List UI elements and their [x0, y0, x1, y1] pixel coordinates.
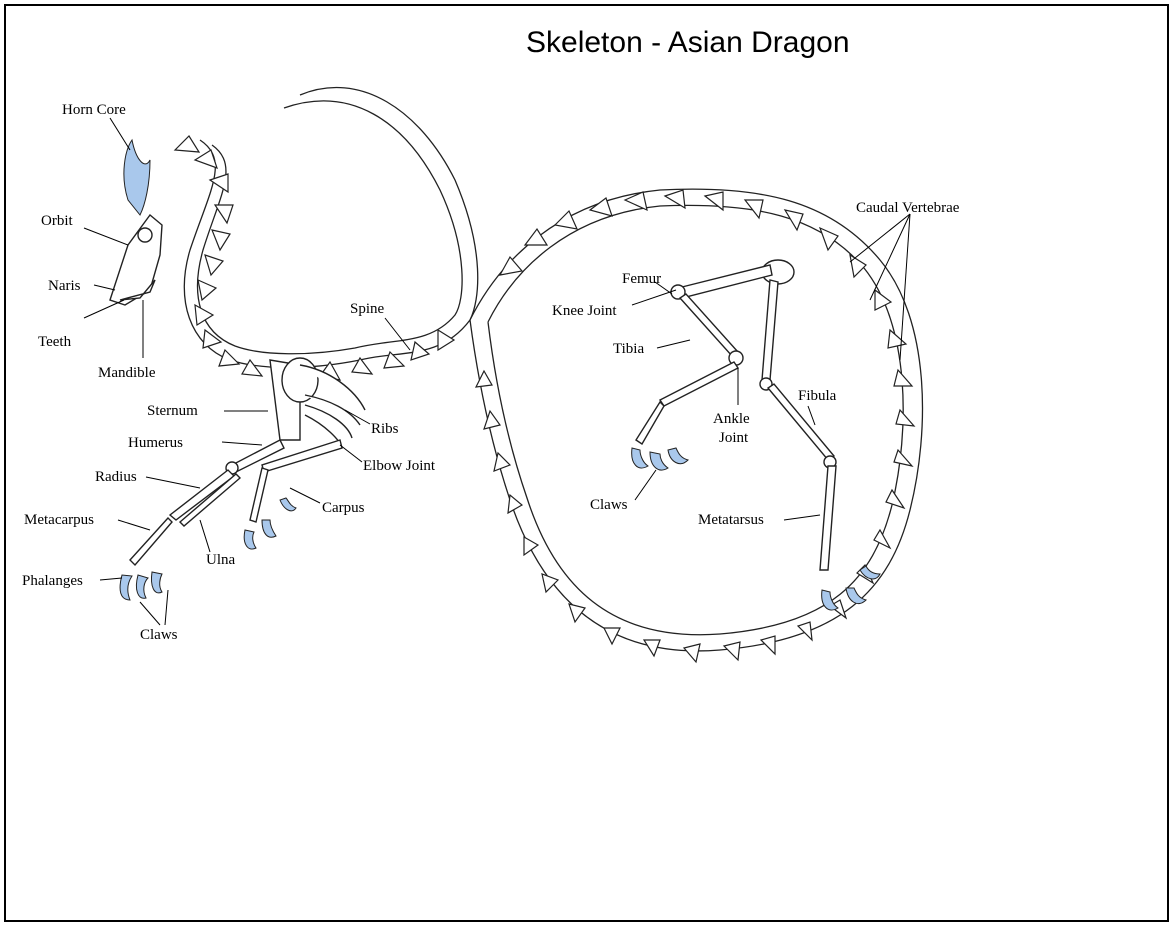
horn-core-shape: [124, 140, 150, 215]
tibia-bone: [680, 294, 738, 356]
label-metacarpus: Metacarpus: [24, 512, 94, 528]
metatarsus-bone: [820, 466, 836, 570]
label-tibia: Tibia: [613, 341, 644, 357]
front-limb: [120, 440, 342, 600]
label-hind-claws: Claws: [590, 497, 628, 513]
label-radius: Radius: [95, 469, 137, 485]
label-femur: Femur: [622, 271, 661, 287]
ribcage: [270, 358, 365, 448]
label-knee-joint: Knee Joint: [552, 303, 617, 319]
leader-lines: [84, 118, 910, 625]
femur-bone: [678, 265, 772, 298]
labels: Horn Core Orbit Naris Teeth Mandible Spi…: [22, 102, 960, 643]
label-caudal-vertebrae: Caudal Vertebrae: [856, 200, 960, 216]
label-spine: Spine: [350, 301, 385, 317]
label-ankle: Ankle: [713, 411, 750, 427]
radius-bone: [170, 470, 234, 520]
label-naris: Naris: [48, 278, 81, 294]
label-orbit: Orbit: [41, 213, 73, 229]
label-ulna: Ulna: [206, 552, 236, 568]
neck-scales: [175, 136, 454, 380]
hind-limb: [632, 260, 880, 610]
label-ribs: Ribs: [371, 421, 399, 437]
label-sternum: Sternum: [147, 403, 198, 419]
label-carpus: Carpus: [322, 500, 365, 516]
label-phalanges: Phalanges: [22, 573, 83, 589]
label-teeth: Teeth: [38, 334, 72, 350]
label-elbow-joint: Elbow Joint: [363, 458, 436, 474]
orbit-socket: [138, 228, 152, 242]
label-metatarsus: Metatarsus: [698, 512, 764, 528]
label-fibula: Fibula: [798, 388, 837, 404]
label-joint: Joint: [719, 430, 749, 446]
label-front-claws: Claws: [140, 627, 178, 643]
label-mandible: Mandible: [98, 365, 156, 381]
label-horn-core: Horn Core: [62, 102, 126, 118]
label-humerus: Humerus: [128, 435, 183, 451]
skull: [110, 140, 162, 305]
